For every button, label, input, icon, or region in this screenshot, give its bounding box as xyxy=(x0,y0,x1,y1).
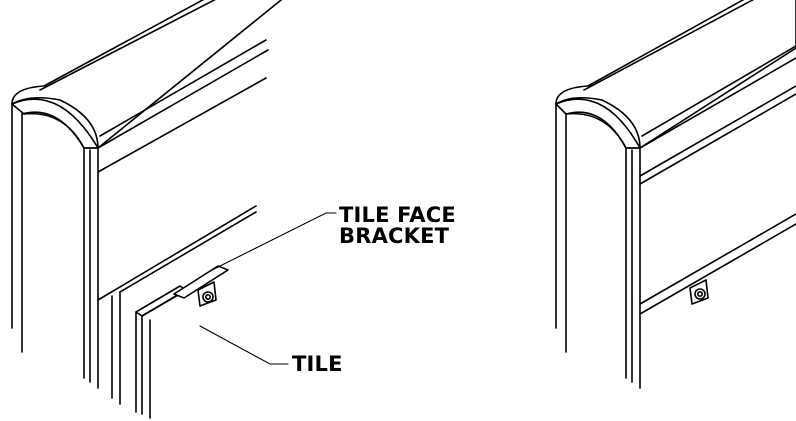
leader-line-tile xyxy=(199,325,289,365)
left-frame xyxy=(97,77,267,405)
left-post xyxy=(11,103,99,389)
leader-line-bracket xyxy=(211,212,337,271)
right-assembly xyxy=(555,0,796,389)
callout-tile-face-bracket: TILE FACE BRACKET xyxy=(339,205,456,247)
left-top-cap xyxy=(11,0,283,149)
right-installed-tile xyxy=(639,85,796,315)
tile-panel xyxy=(135,285,191,419)
right-post xyxy=(555,103,641,389)
left-assembly xyxy=(11,0,337,419)
right-top-cap xyxy=(555,0,796,149)
callout-tile-face-bracket-line1: TILE FACE xyxy=(339,203,456,227)
tile-face-bracket xyxy=(173,265,229,307)
callout-tile: TILE xyxy=(292,352,343,376)
callout-tile-face-bracket-line2: BRACKET xyxy=(339,224,450,248)
right-bracket xyxy=(689,279,709,305)
